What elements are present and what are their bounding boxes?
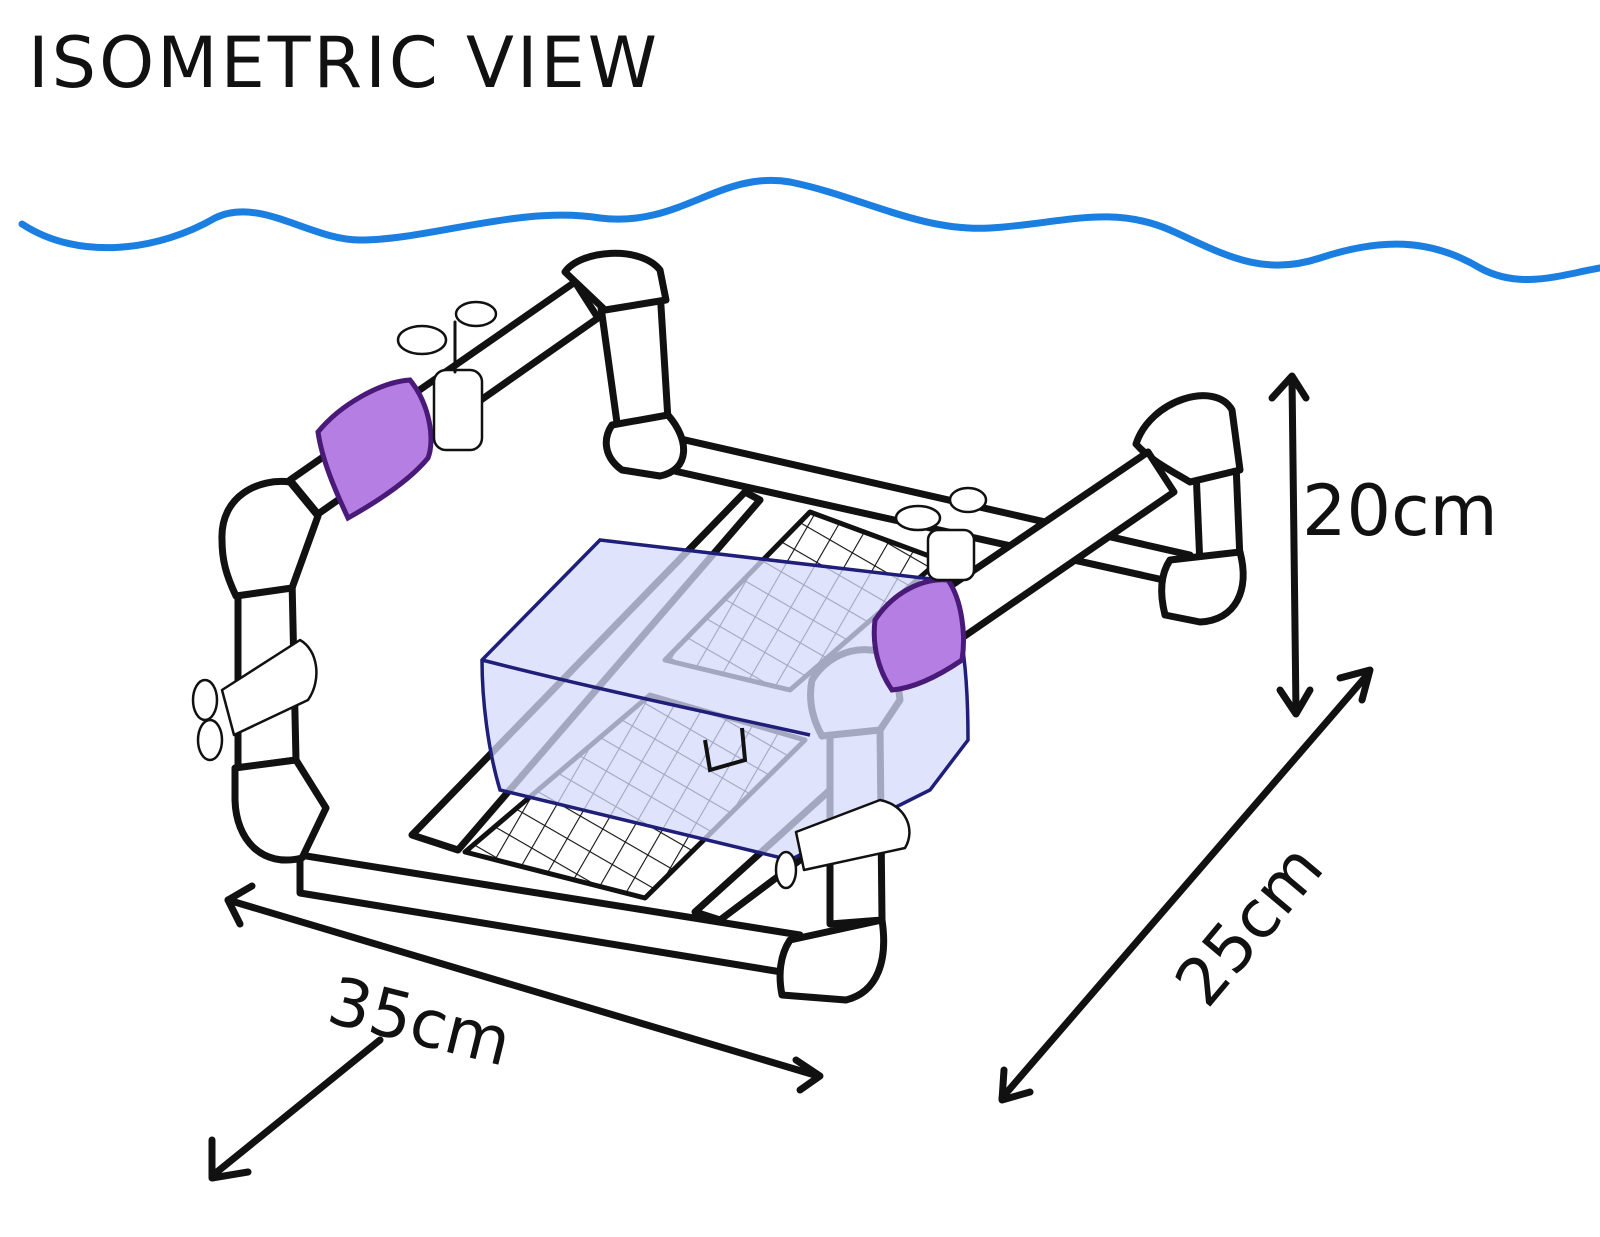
frame-elbow-bottom-right	[1158, 548, 1247, 626]
dimension-arrow-diagonal-front	[208, 1036, 384, 1182]
propeller-right-back	[894, 486, 988, 582]
frame-elbow-bottom-left	[231, 756, 330, 864]
container-handle	[703, 727, 748, 773]
frame-elbow-bottom-back	[602, 411, 687, 480]
propeller-front-bottom	[774, 798, 911, 890]
frame-elbow-bottom-front-right	[776, 916, 888, 1004]
float-front-right	[871, 577, 966, 693]
frame-elbow-top-left	[218, 477, 322, 600]
height-dimension-label: 20cm	[1302, 470, 1498, 552]
propeller-left-side	[191, 638, 318, 762]
dimension-arrow-depth	[998, 666, 1374, 1104]
dimension-arrow-icon	[1268, 372, 1314, 718]
container-box-top-edge	[481, 658, 811, 737]
propeller-icon	[396, 300, 498, 452]
float-icon	[315, 377, 434, 522]
frame-elbow-top-back	[561, 249, 670, 314]
dimension-arrow-width	[224, 882, 824, 1094]
water-surface-icon	[18, 176, 1600, 283]
diagram-title: ISOMETRIC VIEW	[28, 22, 660, 104]
